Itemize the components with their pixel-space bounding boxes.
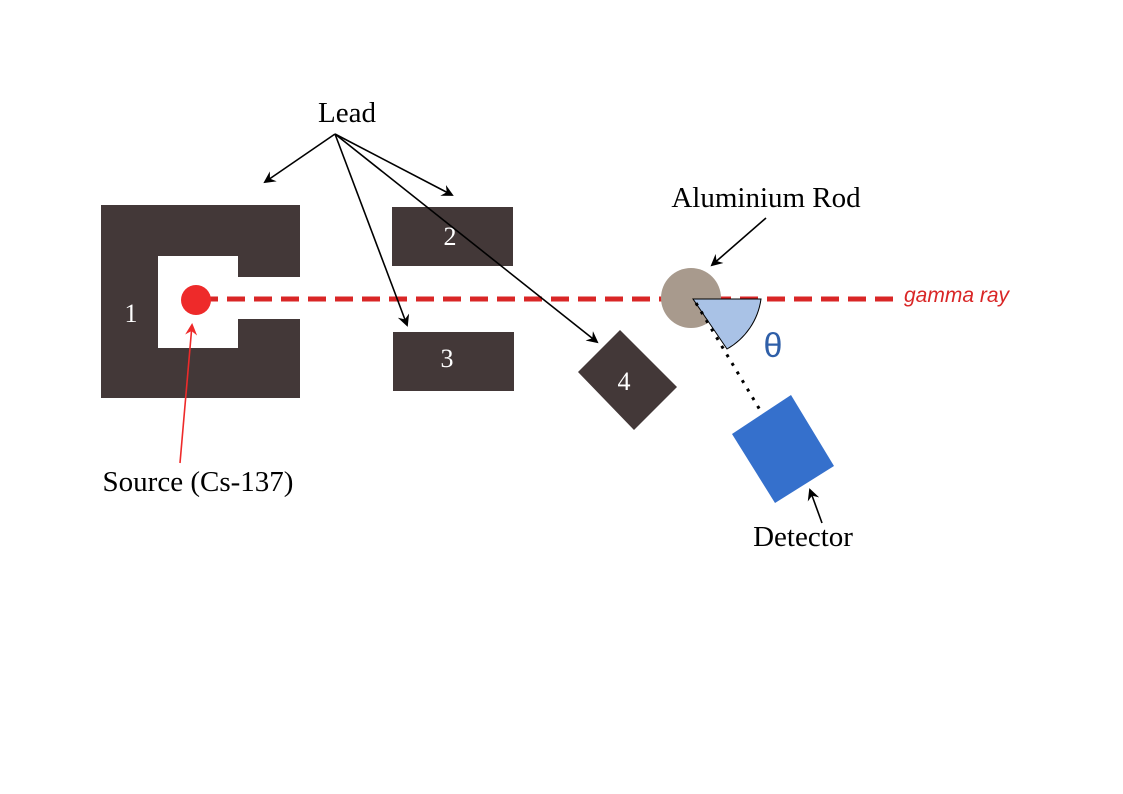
aluminium-rod-arrow: [710, 217, 767, 267]
lead-block-4: 4: [578, 330, 677, 430]
scattered-ray-path: [694, 302, 762, 411]
lead-block-2: 2: [392, 207, 513, 266]
lead-block-1: 1: [101, 205, 300, 398]
lead-block-1-label: 1: [125, 299, 138, 328]
source-label: Source (Cs-137): [103, 466, 294, 498]
lead-label: Lead: [318, 97, 376, 129]
lead-block-4-shape: [578, 330, 677, 430]
lead-arrow-block-2: [334, 133, 454, 196]
aluminium-rod-label: Aluminium Rod: [671, 182, 861, 214]
lead-block-2-label: 2: [444, 222, 457, 251]
source-arrow: [179, 323, 198, 464]
detector-arrow: [807, 488, 823, 524]
theta-label: θ: [764, 327, 783, 365]
lead-block-3-shape: [393, 332, 514, 391]
lead-arrow-block-4: [334, 133, 599, 344]
detector-icon: [732, 395, 834, 503]
source-icon: [181, 285, 211, 315]
lead-block-3: 3: [393, 332, 514, 391]
lead-block-3-label: 3: [441, 344, 454, 373]
theta-angle-wedge: [692, 298, 762, 350]
lead-pointer-arrows: [263, 133, 599, 344]
lead-block-4-label: 4: [618, 367, 631, 396]
lead-block-1-shape: [101, 205, 300, 398]
detector-label: Detector: [753, 521, 853, 553]
lead-arrow-block-1: [263, 133, 336, 184]
lead-block-2-shape: [392, 207, 513, 266]
gamma-ray-label: gamma ray: [904, 284, 1011, 307]
lead-arrow-block-3: [334, 133, 410, 327]
